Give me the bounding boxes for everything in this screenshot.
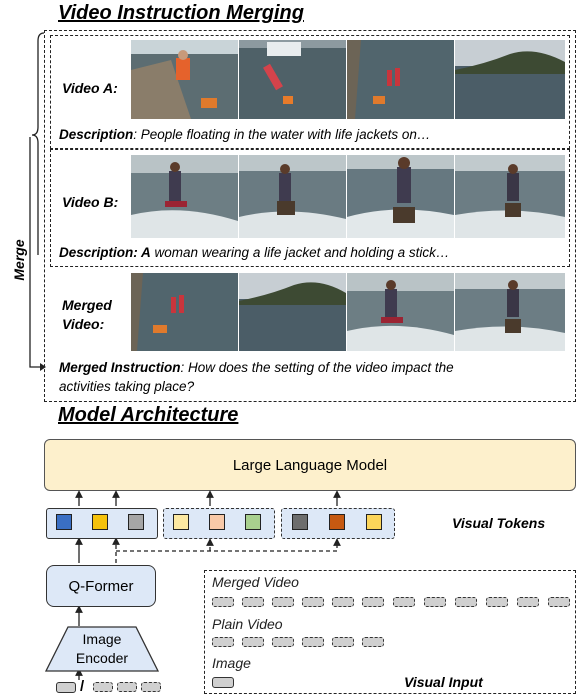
plain-pill [302,637,324,647]
merged-frame-3 [347,273,454,351]
merge-bracket-arrow [29,32,46,371]
token-green [245,514,261,530]
video-b-description: Description: A woman wearing a life jack… [59,245,449,260]
merged-pill [212,597,234,607]
merged-frame-4 [455,273,565,351]
video-b-frame-3 [347,155,454,238]
qformer-box: Q-Former [46,565,156,607]
video-a-desc-text: : People floating in the water with life… [133,127,431,142]
video-a-frame-1 [131,40,238,119]
plain-video-pills [212,637,412,649]
video-a-frame-3 [347,40,454,119]
video-b-frame-2 [239,155,346,238]
video-a-frame-2 [239,40,346,119]
merged-pill [393,597,415,607]
merged-pill [424,597,446,607]
image-input-pill [212,677,234,688]
encoder-line2: Encoder [75,650,129,666]
merged-pill [272,597,294,607]
input-video-pill-1 [93,682,113,692]
llm-box: Large Language Model [44,439,576,491]
merged-video-input-label: Merged Video [212,574,299,590]
token-orange [329,514,345,530]
merged-frame-1 [131,273,238,351]
video-a-box [50,35,570,149]
merged-pill [455,597,477,607]
merging-outer-box [44,30,576,402]
video-b-frame-4 [455,155,565,238]
video-b-label: Video B: [62,194,119,210]
merged-pill [548,597,570,607]
video-b-box [50,149,570,267]
merged-label-line1: Merged [62,297,112,313]
video-b-frame-1 [131,155,238,238]
token-yellow [92,514,108,530]
video-b-desc-key: Description: A [59,245,151,260]
visual-tokens-label: Visual Tokens [452,515,546,531]
input-video-pill-2 [117,682,137,692]
video-b-desc-text: woman wearing a life jacket and holding … [150,245,450,260]
plain-pill [362,637,384,647]
visual-input-box [204,570,576,694]
token-gold [366,514,382,530]
plain-pill [212,637,234,647]
merged-pill [242,597,264,607]
token-gray [128,514,144,530]
merged-pill [332,597,354,607]
section-title-architecture: Model Architecture [58,404,239,426]
merged-pill [362,597,384,607]
merged-instr-key: Merged Instruction [59,360,181,375]
token-peach [209,514,225,530]
merged-instruction: Merged Instruction: How does the setting… [59,358,454,396]
merged-instr-line1: : How does the setting of the video impa… [180,360,454,375]
merged-video-pills [212,597,572,609]
video-a-desc-key: Description [59,127,134,142]
input-slash: / [80,678,85,695]
token-dark-gray [292,514,308,530]
merged-pill [302,597,324,607]
token-light-yellow [173,514,189,530]
input-video-pill-3 [141,682,161,692]
merged-label-line2: Video: [62,316,105,332]
video-a-description: Description: People floating in the wate… [59,127,430,142]
plain-video-input-label: Plain Video [212,616,283,632]
image-input-label: Image [212,655,251,671]
video-a-frame-4 [455,40,565,119]
image-encoder-shape [44,626,160,672]
merged-frame-2 [239,273,346,351]
encoder-line1: Image [82,631,122,647]
merged-pill [486,597,508,607]
visual-input-label: Visual Input [404,674,483,690]
plain-pill [272,637,294,647]
input-image-pill [56,682,76,693]
plain-pill [332,637,354,647]
plain-pill [242,637,264,647]
token-blue [56,514,72,530]
video-a-label: Video A: [62,80,118,96]
merged-pill [517,597,539,607]
section-title-merging: Video Instruction Merging [58,2,304,24]
merged-instr-line2: activities taking place? [59,379,195,394]
